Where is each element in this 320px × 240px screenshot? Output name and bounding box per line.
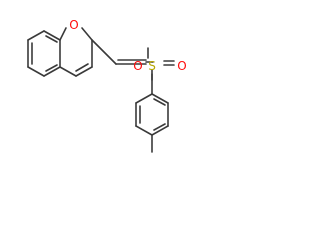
- oxygen-sulfonyl-right-label: O: [177, 59, 186, 73]
- double-bond: [75, 63, 89, 72]
- bond: [81, 27, 93, 41]
- bond: [43, 30, 61, 41]
- bonds: [27, 27, 175, 153]
- bond: [27, 66, 45, 77]
- molecule-structure-svg: O S O O: [27, 18, 187, 153]
- bond: [43, 66, 61, 77]
- oxygen-sulfonyl-left-label: O: [133, 59, 142, 73]
- sulfur-label: S: [148, 59, 156, 73]
- aromatic-bond: [153, 123, 166, 131]
- bond: [59, 66, 77, 77]
- bond: [151, 93, 169, 104]
- aromatic-bond: [45, 35, 58, 43]
- bond: [151, 125, 169, 136]
- aromatic-bond: [45, 64, 58, 72]
- molecule-diagram: O S O O: [27, 18, 187, 153]
- bond: [91, 39, 117, 65]
- bond: [75, 66, 93, 77]
- bond: [27, 30, 45, 41]
- bond: [135, 125, 153, 136]
- bond: [135, 93, 153, 104]
- aromatic-bond: [153, 98, 166, 106]
- bond: [59, 27, 67, 41]
- oxygen-ring-label: O: [69, 18, 78, 32]
